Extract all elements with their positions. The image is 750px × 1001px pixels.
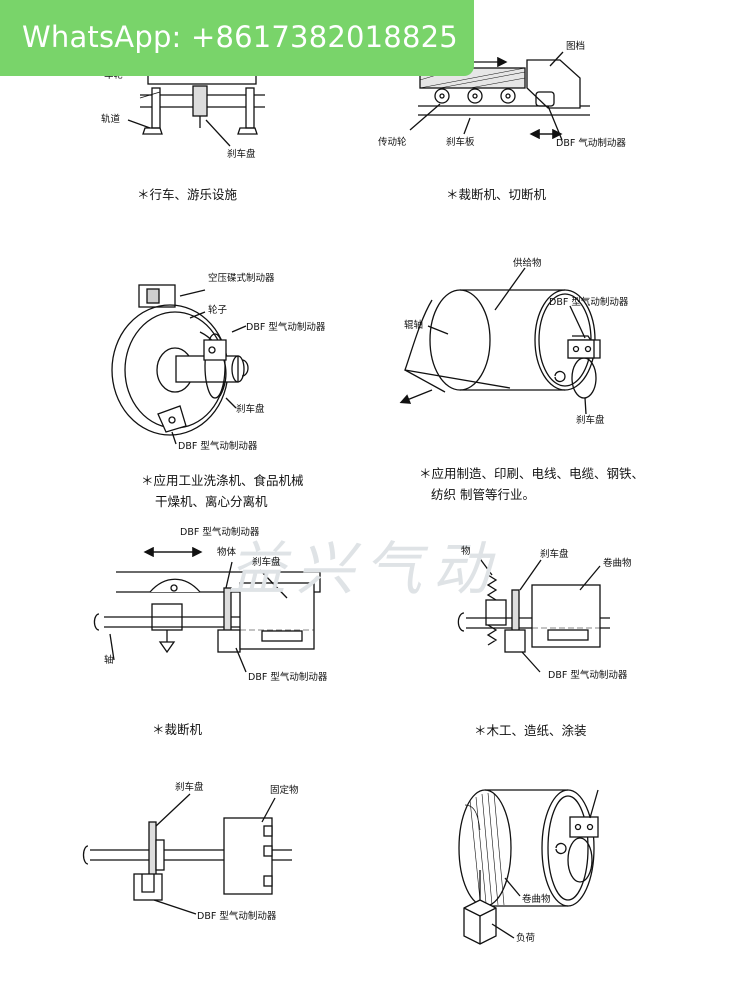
label-roller-shaft: 辊轴 — [404, 320, 424, 331]
label-dbf-brake-p3a: DBF 型气动制动器 — [246, 322, 326, 333]
whatsapp-contact-badge[interactable]: WhatsApp: +8617382018825 — [0, 0, 474, 76]
label-object: 物体 — [217, 547, 237, 558]
wheel-brake-diagram — [111, 284, 249, 445]
label-dbf-brake-p3b: DBF 型气动制动器 — [178, 441, 258, 452]
label-brake-disc-p7: 刹车盘 — [175, 782, 204, 793]
label-winding: 卷曲物 — [603, 558, 632, 569]
caption-woodworking: ＊木工、造纸、涂装 — [474, 723, 587, 738]
label-object-p6: 物 — [461, 546, 471, 557]
label-wheel-p3: 轮子 — [208, 305, 228, 316]
label-dbf-brake: DBF 气动制动器 — [556, 138, 626, 149]
label-brake-plate: 刹车板 — [446, 137, 475, 148]
whatsapp-contact-text: WhatsApp: +8617382018825 — [22, 20, 458, 54]
label-brake-disc-p3: 刹车盘 — [236, 404, 265, 415]
label-brake-disc: 刹车盘 — [227, 149, 256, 160]
label-dbf-brake-p5b: DBF 型气动制动器 — [248, 672, 328, 683]
caption-cutting: ＊裁断机 — [152, 722, 203, 737]
woodworking-diagram — [457, 555, 610, 673]
watermark: 益兴气动 — [228, 535, 501, 603]
label-load: 负荷 — [516, 933, 536, 944]
caption-printing-line1: ＊应用制造、印刷、电线、电缆、钢铁、 — [419, 466, 645, 481]
label-brake-disc-p4: 刹车盘 — [576, 415, 605, 426]
label-brake-disc-p6: 刹车盘 — [540, 549, 569, 560]
cutter-shaft-diagram — [93, 546, 321, 673]
label-feed-material: 供给物 — [513, 258, 542, 269]
label-shaft: 轴 — [104, 655, 114, 666]
label-fixed-object: 固定物 — [270, 785, 299, 796]
winch-load-diagram — [458, 789, 599, 945]
label-dbf-brake-p4: DBF 型气动制动器 — [549, 297, 629, 308]
label-winding-p8: 卷曲物 — [522, 894, 551, 905]
label-stopper: 图档 — [566, 41, 586, 52]
roll-feeder-diagram — [399, 267, 601, 415]
label-dbf-brake-p5a: DBF 型气动制动器 — [180, 527, 260, 538]
label-brake-disc-p5: 刹车盘 — [252, 557, 281, 568]
label-drive-wheel: 传动轮 — [378, 137, 407, 148]
caption-washer-line2: 干燥机、离心分离机 — [155, 494, 268, 509]
caption-crane: ＊行车、游乐设施 — [137, 187, 238, 202]
caption-cutter: ＊裁断机、切断机 — [446, 187, 547, 202]
label-rail: 轨道 — [101, 114, 121, 125]
crane-wheel-diagram — [127, 61, 265, 147]
caption-printing-line2: 纺织 制管等行业。 — [431, 487, 535, 502]
label-dbf-brake-p7: DBF 型气动制动器 — [197, 911, 277, 922]
caption-washer-line1: ＊应用工业洗涤机、食品机械 — [141, 473, 304, 488]
label-disc-brake: 空压碟式制动器 — [208, 273, 275, 284]
label-dbf-brake-p6: DBF 型气动制动器 — [548, 670, 628, 681]
fixed-object-diagram — [82, 793, 292, 915]
